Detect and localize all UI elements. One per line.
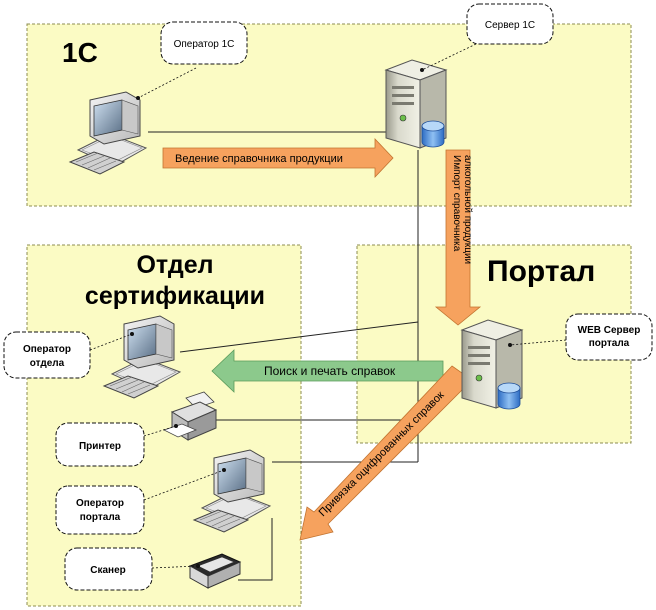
callout-portal-operator-text-line1: Оператор bbox=[76, 498, 124, 509]
callout-portal-operator-text-line2: портала bbox=[80, 512, 121, 523]
arrow-search-label: Поиск и печать справок bbox=[264, 364, 396, 378]
scanner-icon bbox=[188, 553, 242, 589]
arrow-import-label-line1: Импорт справочника bbox=[451, 155, 462, 252]
arrow-import-label-line2: алкогольной продукции bbox=[462, 155, 473, 264]
server-tower-icon-1c bbox=[385, 59, 447, 149]
callout-web-server-text-line2: портала bbox=[589, 338, 630, 349]
callout-server-1c: Сервер 1С bbox=[420, 3, 554, 72]
arrow-catalog-label: Ведение справочника продукции bbox=[175, 153, 343, 165]
callout-scanner-text: Сканер bbox=[90, 565, 126, 576]
database-icon-1c bbox=[421, 120, 445, 148]
zone-portal-title: Портал bbox=[487, 255, 595, 288]
callout-server-1c-text: Сервер 1С bbox=[485, 20, 535, 31]
server-tower-icon-portal bbox=[461, 319, 523, 410]
callout-printer-text: Принтер bbox=[79, 441, 121, 452]
arrow-search: Поиск и печать справок bbox=[211, 349, 444, 393]
callout-printer: Принтер bbox=[55, 422, 178, 467]
callout-dept-operator: Оператор отдела bbox=[3, 331, 134, 379]
callout-web-server: WEB Сервер портала bbox=[508, 313, 653, 361]
zone-cert-title-line2: сертификации bbox=[85, 282, 265, 310]
callout-scanner: Сканер bbox=[64, 547, 200, 591]
callout-dept-operator-text-line2: отдела bbox=[30, 358, 65, 369]
callout-dept-operator-text-line1: Оператор bbox=[23, 344, 71, 355]
callout-operator-1c: Оператор 1С bbox=[136, 21, 248, 100]
callout-portal-operator: Оператор портала bbox=[55, 468, 226, 535]
database-icon-portal bbox=[497, 382, 521, 410]
arrow-import: Импорт справочника алкогольной продукции bbox=[434, 149, 482, 326]
line-dept-operator bbox=[179, 321, 419, 353]
zone-cert-title-line1: Отдел bbox=[136, 251, 213, 279]
line-scanner bbox=[238, 518, 273, 581]
printer-icon bbox=[162, 391, 218, 441]
callout-operator-1c-text: Оператор 1С bbox=[174, 39, 235, 50]
arrow-catalog: Ведение справочника продукции bbox=[162, 137, 394, 179]
callout-web-server-text-line1: WEB Сервер bbox=[578, 325, 641, 336]
zone-1c-title: 1С bbox=[62, 37, 98, 68]
